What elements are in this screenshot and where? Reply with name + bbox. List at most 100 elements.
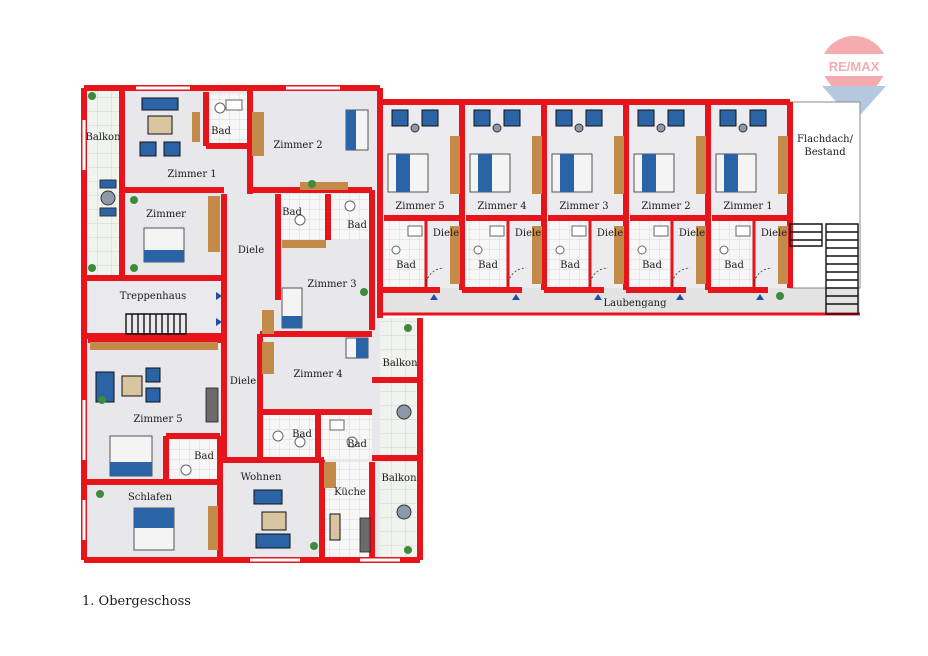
balcony-tables xyxy=(99,179,412,520)
room-labels: Balkon Zimmer 1 Bad Zimmer 2 Zimmer Bad … xyxy=(85,126,853,503)
unit-bad-label: Bad xyxy=(724,260,744,271)
label-zimmer-3: Zimmer 3 xyxy=(307,279,356,290)
label-zimmer: Zimmer xyxy=(146,209,186,220)
unit-toilet xyxy=(473,245,483,255)
stairs-treppenhaus xyxy=(125,292,222,335)
unit-toilet xyxy=(391,245,401,255)
unit-bad-label: Bad xyxy=(560,260,580,271)
unit-furniture xyxy=(387,109,788,287)
floor-caption: 1. Obergeschoss xyxy=(82,594,191,609)
label-bad-d: Bad xyxy=(347,439,367,450)
windows xyxy=(82,86,400,562)
unit-armchair xyxy=(555,109,573,127)
unit-armchair xyxy=(667,109,685,127)
label-zimmer-1: Zimmer 1 xyxy=(167,169,216,180)
right-wing-floors xyxy=(380,101,861,314)
unit-armchair xyxy=(473,109,491,127)
label-flachdach: Flachdach/ xyxy=(797,134,854,145)
unit-toilet xyxy=(637,245,647,255)
label-treppenhaus: Treppenhaus xyxy=(120,291,187,302)
unit-armchair xyxy=(421,109,439,127)
wardrobes xyxy=(90,112,348,550)
unit-wardrobe xyxy=(532,136,542,194)
unit-armchair xyxy=(749,109,767,127)
label-diele-mid: Diele xyxy=(230,376,256,387)
unit-wardrobe xyxy=(778,136,788,194)
unit-bad-label: Bad xyxy=(642,260,662,271)
unit-side-table xyxy=(574,123,584,133)
label-zimmer-5: Zimmer 5 xyxy=(133,414,182,425)
unit-diele-label: Diele xyxy=(679,228,705,239)
unit-diele-label: Diele xyxy=(433,228,459,239)
tables-and-sofas xyxy=(95,97,341,549)
label-balkon-r2: Balkon xyxy=(381,473,417,484)
unit-diele-label: Diele xyxy=(515,228,541,239)
unit-armchair xyxy=(585,109,603,127)
label-bad-b: Bad xyxy=(347,220,367,231)
label-bad-1: Bad xyxy=(211,126,231,137)
gallery-arrows xyxy=(430,294,764,300)
label-zimmer-4: Zimmer 4 xyxy=(293,369,342,380)
label-bestand: Bestand xyxy=(804,147,846,158)
unit-sink xyxy=(653,225,669,237)
unit-side-table xyxy=(410,123,420,133)
remax-logo-text: RE/MAX xyxy=(829,59,880,74)
kitchen-units xyxy=(205,387,371,553)
unit-wardrobe xyxy=(614,226,624,284)
plants xyxy=(88,92,784,554)
unit-door-swing xyxy=(507,267,527,287)
unit-wardrobe xyxy=(614,136,624,194)
label-schlafen: Schlafen xyxy=(128,492,173,503)
unit-toilet xyxy=(555,245,565,255)
label-zimmer-2: Zimmer 2 xyxy=(273,140,322,151)
unit-diele-label: Diele xyxy=(597,228,623,239)
unit-sink xyxy=(407,225,423,237)
unit-diele-label: Diele xyxy=(761,228,787,239)
unit-zimmer-label: Zimmer 2 xyxy=(641,201,690,212)
unit-wardrobe xyxy=(532,226,542,284)
beds xyxy=(109,109,369,551)
unit-bed-blanket xyxy=(396,154,410,192)
label-kueche: Küche xyxy=(334,487,366,498)
label-bad-a: Bad xyxy=(282,207,302,218)
unit-bed-blanket xyxy=(560,154,574,192)
unit-door-swing xyxy=(753,267,773,287)
unit-wardrobe xyxy=(450,136,460,194)
unit-sink xyxy=(571,225,587,237)
unit-armchair xyxy=(637,109,655,127)
bath-fixtures xyxy=(180,99,358,476)
label-bad-c: Bad xyxy=(292,429,312,440)
remax-logo: RE/MAX xyxy=(812,36,896,122)
label-balkon-r1: Balkon xyxy=(382,358,418,369)
label-wohnen: Wohnen xyxy=(241,472,282,483)
label-balkon-top: Balkon xyxy=(85,132,121,143)
unit-armchair xyxy=(391,109,409,127)
unit-armchair xyxy=(719,109,737,127)
unit-door-swing xyxy=(425,267,445,287)
unit-bed-blanket xyxy=(724,154,738,192)
unit-sink xyxy=(735,225,751,237)
unit-bad-label: Bad xyxy=(478,260,498,271)
unit-door-swing xyxy=(671,267,691,287)
unit-zimmer-label: Zimmer 4 xyxy=(477,201,526,212)
unit-sink xyxy=(489,225,505,237)
label-laubengang: Laubengang xyxy=(603,298,667,309)
unit-side-table xyxy=(492,123,502,133)
unit-door-swing xyxy=(589,267,609,287)
unit-wardrobe xyxy=(450,226,460,284)
unit-zimmer-label: Zimmer 1 xyxy=(723,201,772,212)
unit-bed-blanket xyxy=(642,154,656,192)
unit-side-table xyxy=(656,123,666,133)
unit-zimmer-label: Zimmer 5 xyxy=(395,201,444,212)
unit-zimmer-label: Zimmer 3 xyxy=(559,201,608,212)
stairs-right xyxy=(789,223,859,315)
unit-bad-label: Bad xyxy=(396,260,416,271)
unit-wardrobe xyxy=(696,136,706,194)
unit-armchair xyxy=(503,109,521,127)
unit-bed-blanket xyxy=(478,154,492,192)
unit-wardrobe xyxy=(696,226,706,284)
unit-toilet xyxy=(719,245,729,255)
label-diele-left: Diele xyxy=(238,245,264,256)
